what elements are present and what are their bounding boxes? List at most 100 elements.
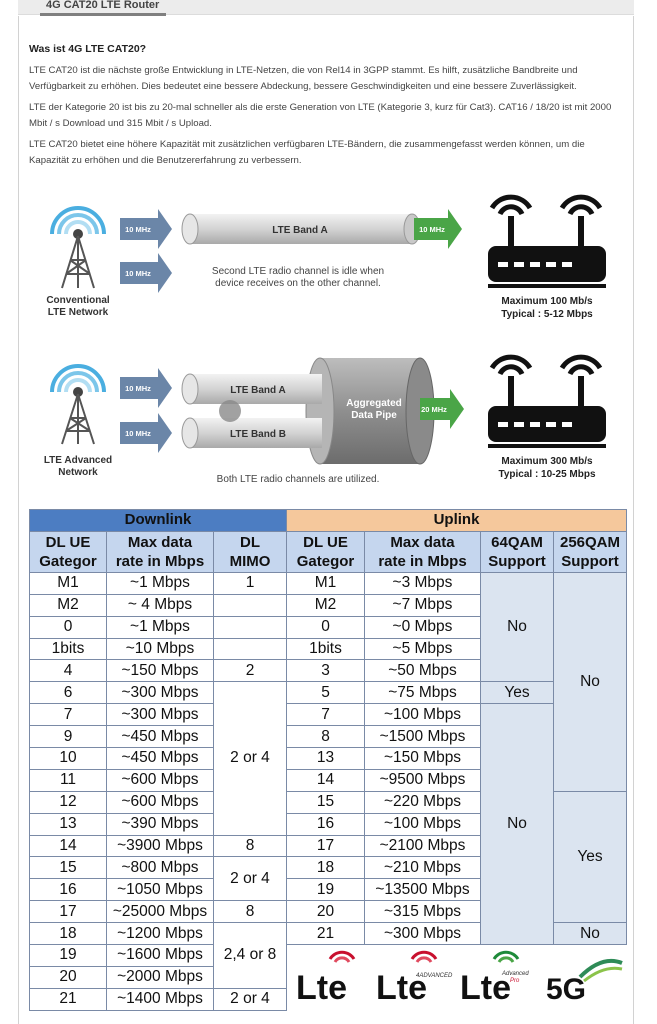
router-caption: Maximum 300 Mb/s	[501, 456, 593, 467]
tower-label: Conventional	[46, 295, 110, 306]
dl-rate-cell: ~1 Mbps	[106, 571, 214, 595]
dl-mimo-cell: 2 or 4	[213, 856, 287, 902]
ul-rate-cell: ~0 Mbps	[364, 615, 481, 639]
article-paragraph-1: LTE CAT20 ist die nächste große Entwickl…	[29, 65, 578, 92]
ul-category-cell: 8	[286, 725, 365, 749]
arrow-label: 10 MHz	[125, 225, 151, 234]
router-caption: Maximum 100 Mb/s	[501, 296, 593, 307]
dl-rate-cell: ~1200 Mbps	[106, 922, 214, 946]
dl-category-cell: 17	[29, 900, 107, 924]
tab-title[interactable]: 4G CAT20 LTE Router	[46, 0, 160, 11]
ul-category-cell: 7	[286, 703, 365, 727]
ul-category-cell: 17	[286, 834, 365, 858]
arrow-right-icon	[120, 253, 172, 293]
arrow-label: 10 MHz	[419, 225, 445, 234]
dl-category-cell: 7	[29, 703, 107, 727]
dl-mimo-cell: 8	[213, 900, 287, 924]
dl-category-cell: 0	[29, 615, 107, 639]
dl-category-cell: 4	[29, 659, 107, 683]
tower-label: Network	[58, 467, 98, 478]
arrow-right-icon	[420, 389, 464, 429]
pipe-label: Data Pipe	[351, 410, 397, 421]
ul-category-cell: 21	[286, 922, 365, 946]
idle-note: Second LTE radio channel is idle when	[212, 266, 384, 277]
dl-category-cell: 18	[29, 922, 107, 946]
ul-category-cell: 15	[286, 790, 365, 814]
dl-category-cell: 14	[29, 834, 107, 858]
ul-category-cell: 13	[286, 747, 365, 770]
arrow-label: 10 MHz	[125, 429, 151, 438]
ul-rate-cell: ~100 Mbps	[364, 812, 481, 836]
arrow-right-icon	[120, 413, 172, 453]
dl-rate-cell: ~800 Mbps	[106, 856, 214, 880]
tower-icon	[50, 364, 106, 445]
aggregation-note: Both LTE radio channels are utilized.	[217, 474, 380, 485]
ul-rate-cell: ~150 Mbps	[364, 747, 481, 770]
content-frame	[18, 16, 634, 1024]
tab-bar: 4G CAT20 LTE Router	[18, 0, 634, 16]
dl-category-cell: 21	[29, 987, 107, 1011]
article-paragraph-3: LTE CAT20 bietet eine höhere Kapazität m…	[29, 139, 585, 166]
ul-category-cell: 18	[286, 856, 365, 880]
lte-wordmark: Lte	[460, 969, 511, 1007]
ul-rate-cell: ~2100 Mbps	[364, 834, 481, 858]
qam64-cell: No	[480, 703, 554, 946]
dl-mimo-cell: 2 or 4	[213, 681, 287, 836]
band-label: LTE Band A	[272, 225, 328, 236]
dl-category-cell: 20	[29, 965, 107, 989]
dl-rate-cell: ~450 Mbps	[106, 725, 214, 749]
lte-advanced-logo: Lte 4ADVANCED	[376, 950, 453, 1007]
ul-rate-cell: ~300 Mbps	[364, 922, 481, 946]
dl-category-cell: 11	[29, 768, 107, 792]
dl-mimo-cell: 2 or 4	[213, 987, 287, 1011]
arrow-label: 10 MHz	[125, 269, 151, 278]
ul-rate-cell: ~5 Mbps	[364, 637, 481, 661]
advanced-pro-tag: Pro	[510, 978, 520, 984]
ul-category-cell: 19	[286, 878, 365, 902]
dl-category-cell: M2	[29, 593, 107, 617]
aggregated-pipe	[181, 357, 435, 465]
pipe-label: Aggregated	[346, 398, 402, 409]
ul-rate-cell: ~7 Mbps	[364, 593, 481, 617]
dl-mimo-cell: 8	[213, 834, 287, 858]
ul-rate-cell: ~210 Mbps	[364, 856, 481, 880]
ul-category-cell: M1	[286, 571, 365, 595]
ul-category-cell: 1bits	[286, 637, 365, 661]
qam64-cell: No	[480, 571, 554, 683]
ul-category-cell: 14	[286, 768, 365, 792]
dl-category-cell: 6	[29, 681, 107, 705]
dl-category-cell: 1bits	[29, 637, 107, 661]
qam256-cell: Yes	[553, 790, 627, 924]
ul-rate-cell: ~100 Mbps	[364, 703, 481, 727]
lte-logos-banner: Lte Lte 4ADVANCED Lte Advanced Pro 5G	[288, 947, 628, 1009]
tab-underline	[40, 13, 166, 16]
arrow-right-icon	[414, 209, 462, 249]
qam256-cell: No	[553, 922, 627, 946]
5g-wordmark: 5G	[546, 973, 586, 1006]
arrow-right-icon	[120, 368, 172, 408]
ul-category-cell: 0	[286, 615, 365, 639]
dl-category-cell: 12	[29, 790, 107, 814]
dl-category-cell: 19	[29, 944, 107, 967]
tower-label: LTE Network	[48, 307, 109, 318]
tower-icon	[50, 206, 106, 289]
dl-rate-cell: ~300 Mbps	[106, 681, 214, 705]
dl-mimo-cell: 2,4 or 8	[213, 922, 287, 989]
router-caption: Typical : 5-12 Mbps	[501, 309, 593, 320]
ul-rate-cell: ~75 Mbps	[364, 681, 481, 705]
dl-rate-cell: ~10 Mbps	[106, 637, 214, 661]
dl-rate-cell: ~450 Mbps	[106, 747, 214, 770]
dl-category-cell: 10	[29, 747, 107, 770]
ul-rate-cell: ~315 Mbps	[364, 900, 481, 924]
